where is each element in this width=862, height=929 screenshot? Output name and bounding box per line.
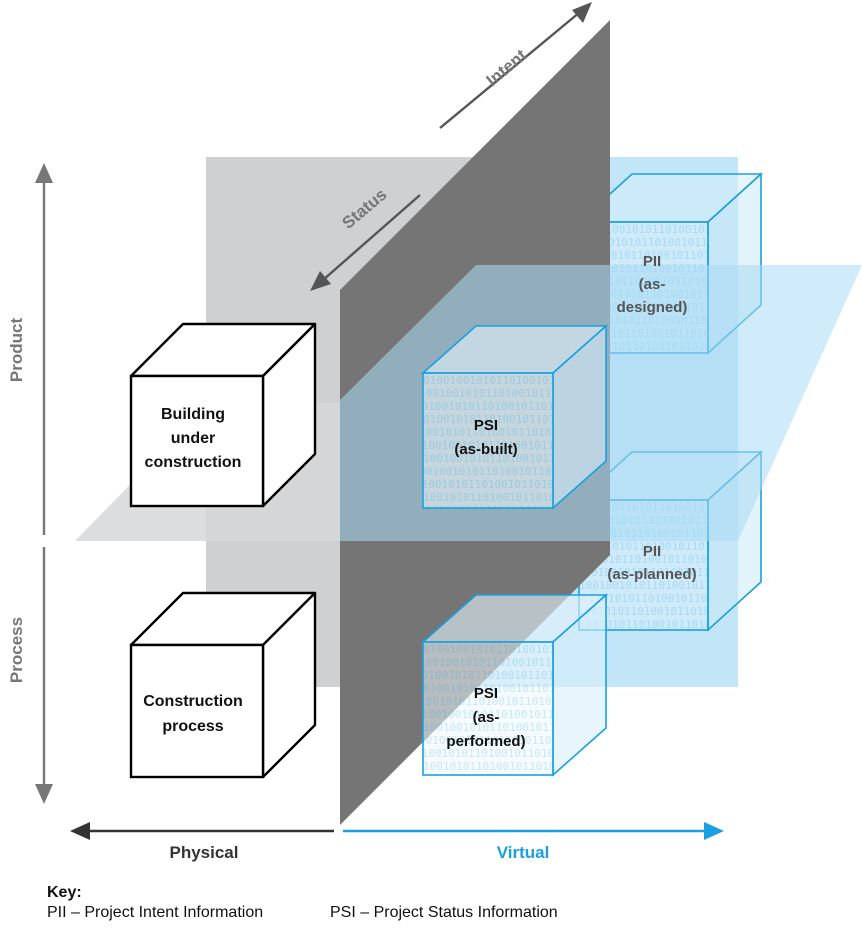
label-psi-performed-line3: performed) (446, 733, 525, 750)
binary-texture: 0100100101011010010110100110101001001010… (415, 439, 862, 452)
product-arrow (35, 163, 53, 535)
binary-texture: 0100101011010010110100110101001001010110… (579, 540, 862, 553)
key-title: Key: (47, 884, 82, 901)
binary-texture: 1001010110100101101001101010010010101100… (423, 760, 862, 773)
binary-texture: 1001001010110100101101001101010010010101… (423, 721, 862, 734)
label-psi-built-line2: (as-built) (454, 441, 517, 458)
process-arrow (35, 547, 53, 804)
binary-texture: 0010010101101001011010011010100100101011… (415, 400, 862, 413)
label-building-line1: Building (161, 406, 225, 423)
binary-texture: 0100101011010010110100110101001001010110… (415, 747, 862, 760)
binary-texture: 1001001010110100101101001101010010010101… (575, 236, 862, 249)
binary-texture: 0010010101101001011010011010100100101011… (575, 592, 862, 605)
virtual-label: Virtual (497, 843, 550, 862)
key: Key: PII – Project Intent Information PS… (47, 884, 558, 921)
product-label: Product (7, 318, 26, 383)
binary-texture: 0100101011010010110100110101001001010110… (423, 413, 862, 426)
binary-texture: 0100100101011010010110100110101001001010… (423, 643, 862, 656)
label-pii-planned-line1: PII (643, 543, 661, 560)
binary-texture: 1001001010110100101101001101010010010101… (419, 656, 862, 669)
cube-building-under-construction (129, 322, 317, 508)
binary-texture: 1001001010110100101101001101010010010101… (419, 387, 862, 400)
binary-texture: 0010010101101001011010011010100100101011… (419, 465, 862, 478)
binary-texture: 1001001010110100101101001101010010010101… (423, 452, 862, 465)
cube-psi-as-performed: 0100100101011010010110100110101001001010… (415, 593, 862, 786)
label-pii-designed-line3: designed) (617, 299, 688, 316)
label-psi-performed-line2: (as- (473, 709, 500, 726)
label-psi-built-line1: PSI (474, 417, 498, 434)
binary-texture: 0100100101011010010110100110101001001010… (579, 223, 862, 236)
binary-texture: 1001010110100101101001101010010010101100… (419, 426, 862, 439)
key-pii: PII – Project Intent Information (47, 904, 264, 921)
label-construction-line2: process (162, 718, 223, 735)
binary-texture: 1001010110100101101001101010010010101100… (575, 553, 862, 566)
binary-texture: 0100101011010010110100110101001001010110… (571, 605, 862, 618)
label-building-line2: under (171, 430, 215, 447)
binary-texture: 0100100101011010010110100110101001001010… (419, 504, 862, 517)
physical-arrow (70, 822, 334, 840)
binary-texture: 0010010101101001011010011010100100101011… (571, 249, 862, 262)
binary-texture: 1001010110100101101001101010010010101100… (579, 618, 862, 631)
binary-texture: 1001010110100101101001101010010010101100… (419, 695, 862, 708)
label-psi-performed-line1: PSI (474, 685, 498, 702)
label-building-line3: construction (145, 454, 242, 471)
binary-texture: 0100101011010010110100110101001001010110… (415, 478, 862, 491)
binary-texture: 1001001010110100101101001101010010010101… (579, 579, 862, 592)
binary-texture: 0100100101011010010110100110101001001010… (571, 566, 862, 579)
binary-texture: 0100100101011010010110100110101001001010… (423, 374, 862, 387)
label-construction-line1: Construction (143, 693, 243, 710)
process-label: Process (7, 617, 26, 683)
key-psi: PSI – Project Status Information (330, 904, 558, 921)
label-pii-planned-line2: (as-planned) (607, 566, 696, 583)
status-arrow (310, 194, 421, 291)
binary-texture: 1001010110100101101001101010010010101100… (423, 491, 862, 504)
binary-texture: 0100100101011010010110100110101001001010… (419, 773, 862, 786)
binary-texture: 0010010101101001011010011010100100101011… (415, 669, 862, 682)
label-pii-designed-line2: (as- (639, 276, 666, 293)
binary-texture: 0100100101011010010110100110101001001010… (415, 708, 862, 721)
intent-arrow (439, 2, 592, 129)
virtual-arrow (343, 822, 724, 840)
physical-label: Physical (170, 843, 239, 862)
cube-psi-as-built: 0100100101011010010110100110101001001010… (415, 324, 862, 517)
intent-label: Intent (483, 45, 531, 90)
label-pii-designed-line1: PII (643, 253, 661, 270)
binary-texture: 0010010101101001011010011010100100101011… (419, 734, 862, 747)
binary-texture: 0100101011010010110100110101001001010110… (423, 682, 862, 695)
cube-construction-process (129, 591, 317, 779)
